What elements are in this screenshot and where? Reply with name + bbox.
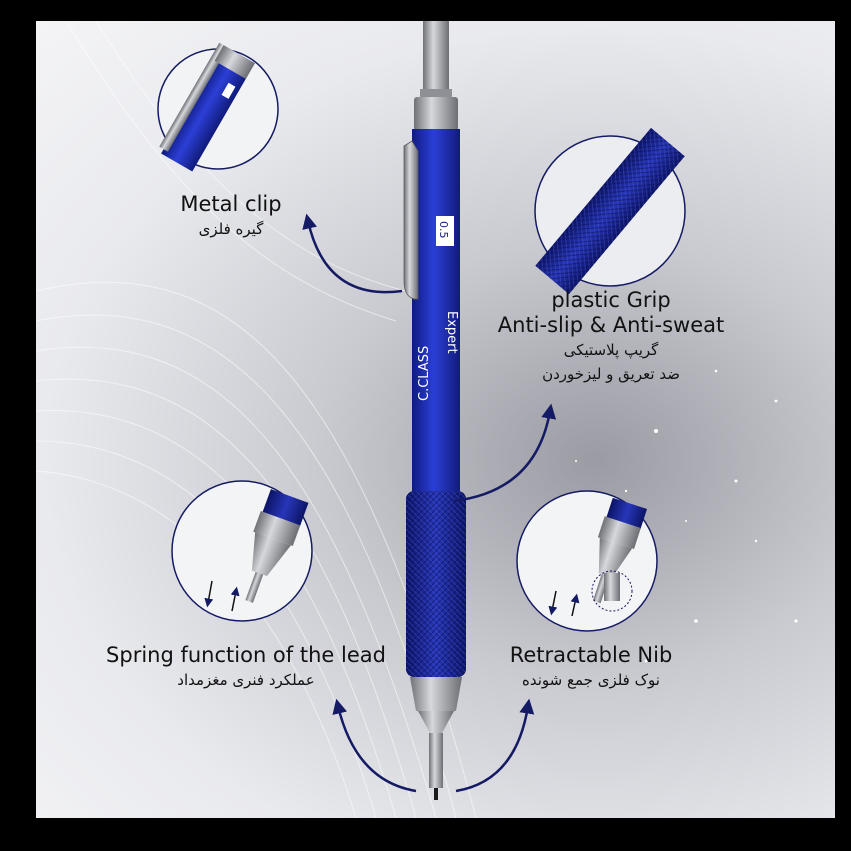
callout-spring-circle — [171, 480, 313, 622]
spring-en: Spring function of the lead — [106, 643, 386, 667]
grip-en-line2: Anti-slip & Anti-sweat — [497, 313, 725, 337]
label-metal-clip: Metal clip گیره فلزی — [146, 192, 316, 241]
lead — [434, 788, 438, 800]
upper-collar — [414, 97, 458, 131]
top-cap — [423, 21, 449, 91]
product-illustration: C.CLASS Expert 0.5 — [36, 21, 798, 818]
label-grip: plastic Grip Anti-slip & Anti-sweat گریپ… — [476, 288, 746, 386]
nib-fa: نوک فلزی جمع شونده — [522, 671, 660, 689]
mechanical-pencil: C.CLASS Expert 0.5 — [403, 21, 466, 800]
callout-nib-circle — [516, 490, 658, 632]
grip-en-line1: plastic Grip — [551, 288, 671, 312]
cap-ring — [420, 89, 452, 97]
lead-size-badge — [436, 216, 454, 246]
callout-grip-circle — [534, 127, 686, 295]
callout-clip-circle — [157, 42, 279, 172]
arrow-spring — [332, 698, 417, 793]
lower-cone — [410, 677, 462, 711]
arrow-nib — [455, 698, 535, 793]
pen-brand-text: C.CLASS — [417, 346, 432, 401]
grip-fa-line1: گریپ پلاستیکی — [563, 341, 659, 359]
grip-knurling — [406, 491, 466, 677]
pen-clip — [403, 140, 419, 300]
lead-size-text: 0.5 — [437, 221, 450, 239]
pen-model-text: Expert — [444, 311, 459, 354]
metal-clip-fa: گیره فلزی — [198, 220, 264, 238]
arrow-clip — [302, 213, 403, 294]
product-background: C.CLASS Expert 0.5 — [36, 21, 835, 818]
grip-fa-line2: ضد تعریق و لیزخوردن — [542, 365, 680, 383]
spring-fa: عملکرد فنری مغزمداد — [177, 671, 315, 689]
label-nib: Retractable Nib نوک فلزی جمع شونده — [491, 643, 691, 692]
nib-en: Retractable Nib — [509, 643, 673, 667]
callout-arrows — [302, 213, 557, 793]
label-spring: Spring function of the lead عملکرد فنری … — [96, 643, 396, 692]
tip-cone — [418, 711, 454, 733]
arrow-grip — [453, 403, 557, 503]
pen-barrel — [412, 129, 460, 509]
metal-clip-en: Metal clip — [180, 192, 282, 216]
lead-sleeve — [429, 733, 443, 788]
